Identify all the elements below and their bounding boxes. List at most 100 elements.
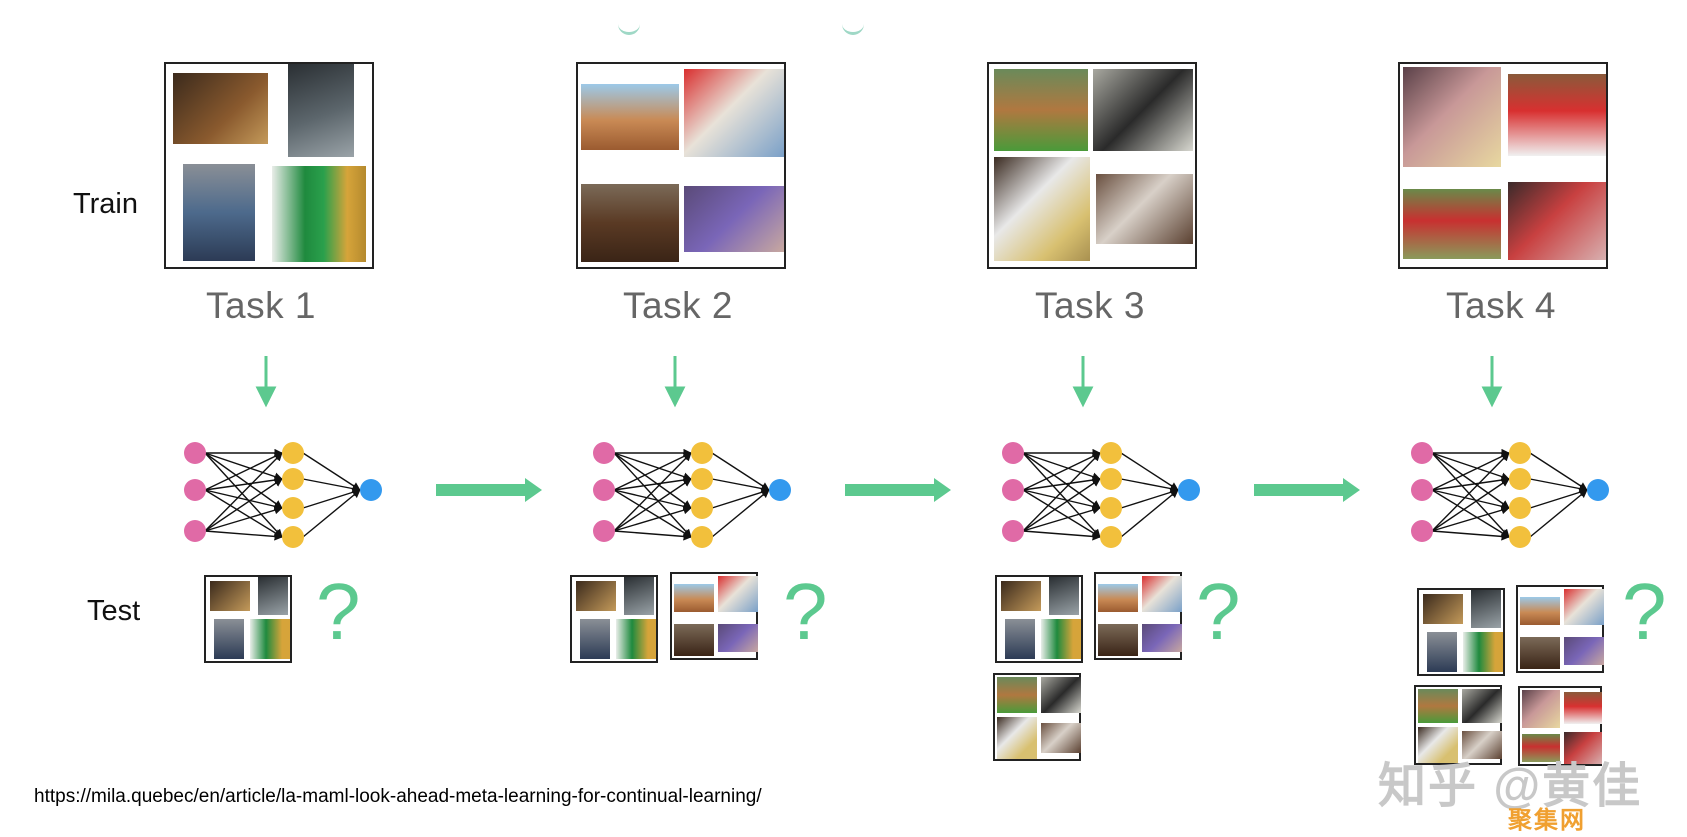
photo-arcade (1508, 182, 1606, 260)
task2-test-image-2 (670, 572, 758, 660)
task1-test-image-1 (204, 575, 292, 663)
nn-edge (1022, 452, 1101, 491)
photo-meal (994, 157, 1090, 261)
nn-hidden-node (691, 468, 713, 490)
top-mark-left (618, 24, 640, 35)
watermark-text: 知乎 @黄佳 (1378, 760, 1643, 813)
neural-network-task-1 (184, 442, 382, 548)
task4-test-image-4 (1518, 686, 1602, 766)
nn-edge (302, 488, 361, 509)
task4-title: Task 4 (1446, 285, 1556, 326)
nn-edge (302, 452, 361, 491)
photo-soccer (1403, 189, 1501, 259)
nn-input-node (1411, 479, 1433, 501)
nn-edge (1431, 452, 1510, 532)
nn-input-node (1411, 442, 1433, 464)
photo-flowers-lamp (1403, 67, 1501, 167)
nn-edge (204, 452, 283, 481)
nn-edge (613, 506, 692, 532)
nn-edge (1431, 478, 1510, 532)
nn-hidden-node (1509, 497, 1531, 519)
watermark-site: 聚集网 (1508, 807, 1586, 834)
test-label: Test (87, 595, 141, 627)
task2-train-images (576, 62, 786, 269)
nn-input-node (593, 520, 615, 542)
nn-edge (204, 452, 283, 538)
nn-edge (1120, 488, 1179, 509)
photo-room (173, 73, 268, 144)
nn-edge (204, 475, 283, 491)
nn-edge (1022, 489, 1101, 538)
nn-edge (204, 530, 283, 541)
nn-hidden-node (1100, 526, 1122, 548)
nn-edge (711, 478, 770, 493)
neural-network-task-3 (1002, 442, 1200, 548)
nn-edge (1529, 452, 1588, 491)
nn-hidden-node (691, 442, 713, 464)
photo-desert (581, 84, 679, 150)
nn-edge (613, 452, 692, 491)
nn-hidden-node (1509, 526, 1531, 548)
photo-workshop (684, 69, 784, 157)
photo-person (183, 164, 255, 261)
nn-edge (204, 452, 283, 509)
nn-edge (613, 452, 692, 509)
task2-title: Task 2 (623, 285, 733, 326)
question-mark-icon: ? (783, 567, 828, 656)
nn-edge (1431, 489, 1510, 538)
nn-hidden-node (282, 497, 304, 519)
nn-edge (1431, 506, 1510, 532)
nn-edge (1431, 452, 1510, 491)
task4-train-images (1398, 62, 1608, 269)
nn-hidden-node (1100, 442, 1122, 464)
task3-test-image-1 (995, 575, 1083, 663)
nn-edge (1529, 478, 1588, 493)
nn-edge (1022, 478, 1101, 532)
nn-edge (1022, 452, 1101, 481)
nn-input-node (593, 479, 615, 501)
nn-edge (1022, 452, 1101, 532)
nn-output-node (769, 479, 791, 501)
photo-pizzeria (1508, 74, 1606, 156)
nn-input-node (184, 520, 206, 542)
nn-edge (1120, 489, 1179, 538)
nn-edge (1431, 489, 1510, 511)
neural-network-task-2 (593, 442, 791, 548)
nn-edge (204, 489, 283, 538)
nn-edge (711, 488, 770, 509)
nn-edge (1431, 530, 1510, 541)
task3-train-images (987, 62, 1197, 269)
photo-animal (1096, 174, 1193, 244)
nn-edge (613, 452, 692, 532)
nn-edge (204, 489, 283, 511)
nn-edge (613, 489, 692, 511)
nn-edge (204, 478, 283, 532)
nn-edge (1120, 478, 1179, 493)
task4-test-image-2 (1516, 585, 1604, 673)
nn-edge (1431, 452, 1510, 509)
task3-test-image-3 (993, 673, 1081, 761)
nn-edge (1022, 452, 1101, 509)
nn-edge (613, 530, 692, 541)
question-mark-icon: ? (316, 567, 361, 656)
nn-edge (1431, 475, 1510, 491)
task3-test-image-2 (1094, 572, 1182, 660)
nn-edge (1022, 506, 1101, 532)
nn-hidden-node (1100, 468, 1122, 490)
question-mark-icon: ? (1196, 567, 1241, 656)
nn-edge (204, 452, 283, 532)
train-label: Train (73, 188, 138, 220)
nn-edge (204, 452, 283, 491)
nn-edge (613, 452, 692, 538)
task1-title: Task 1 (206, 285, 316, 326)
photo-green-bottle (272, 166, 366, 262)
nn-hidden-node (1509, 442, 1531, 464)
nn-edge (711, 452, 770, 491)
nn-edge (1529, 488, 1588, 509)
photo-flower (684, 186, 784, 252)
top-mark-right (842, 24, 864, 35)
nn-edge (1022, 475, 1101, 491)
